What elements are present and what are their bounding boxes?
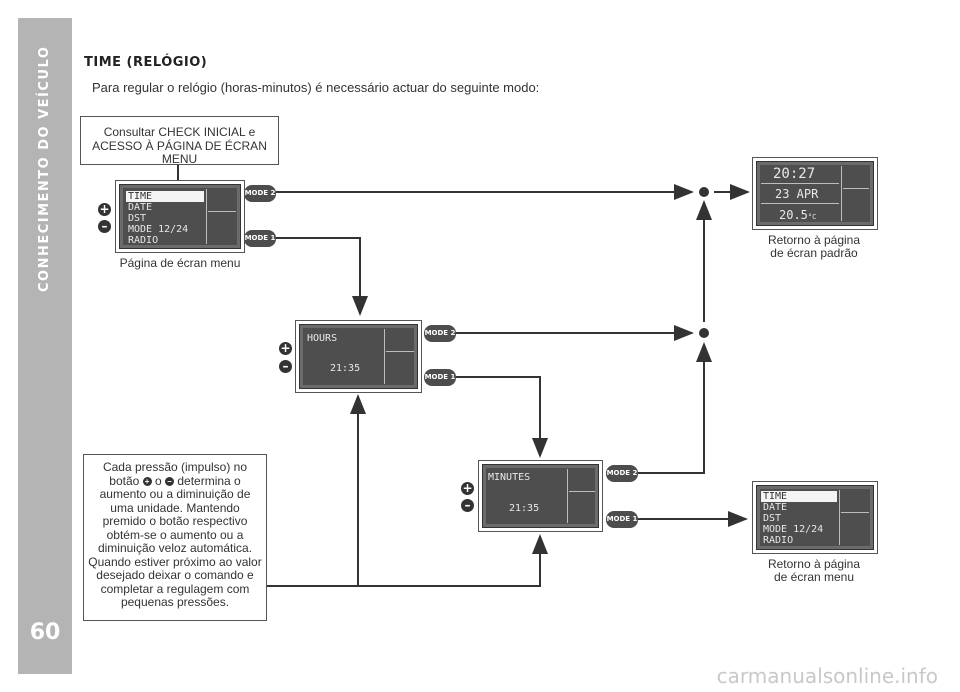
- note-word: botão: [109, 473, 140, 488]
- plus-icon[interactable]: +: [98, 202, 111, 216]
- hours-screen-frame: HOURS 21:35: [295, 320, 422, 393]
- mode2-button[interactable]: MODE 2: [606, 465, 638, 482]
- menu-screen-caption: Página de écran menu: [119, 256, 241, 270]
- minus-icon[interactable]: –: [98, 220, 111, 233]
- note-line: uma unidade. Mantendo: [110, 500, 240, 515]
- junction-dot-top: [699, 187, 709, 197]
- intro-text: Para regular o relógio (horas-minutos) é…: [92, 80, 540, 95]
- menu-item: MODE 12/24: [128, 224, 189, 235]
- minus-icon[interactable]: –: [461, 499, 474, 512]
- minutes-mode2-arrow: [638, 342, 712, 474]
- menu-item: MODE 12/24: [763, 524, 824, 535]
- note-to-minutes-arrow: [266, 534, 548, 587]
- minutes-title: MINUTES: [488, 472, 531, 483]
- page-number: 60: [29, 620, 61, 645]
- minus-icon[interactable]: –: [279, 360, 292, 373]
- standard-temp-value: 20.5: [779, 208, 808, 222]
- note-line: premido o botão respectivo: [102, 514, 248, 528]
- junction-dot-middle: [699, 328, 709, 338]
- note-check-initial-text: Consultar CHECK INICIAL e ACESSO À PÁGIN…: [92, 125, 267, 166]
- note-line: completar a regulagem com: [100, 581, 250, 596]
- standard-temp: 20.5°C: [779, 208, 816, 224]
- plus-icon[interactable]: +: [461, 481, 474, 495]
- standard-screen: 20:27 23 APR 20.5°C: [756, 161, 874, 226]
- menu-item: DST: [763, 513, 782, 524]
- mode1-button[interactable]: MODE 1: [424, 369, 456, 386]
- mode2-button[interactable]: MODE 2: [244, 185, 276, 202]
- menu-item: TIME: [126, 191, 204, 202]
- note-line: pequenas pressões.: [120, 595, 230, 609]
- return-menu-caption-line1: Retorno à página: [767, 557, 861, 571]
- return-menu-caption: Retorno à página de écran menu: [744, 558, 884, 584]
- return-menu-screen: TIME DATE DST MODE 12/24 RADIO: [756, 485, 874, 550]
- watermark: carmanualsonline.info: [716, 664, 938, 688]
- note-line: diminuição veloz automática.: [97, 541, 253, 555]
- standard-temp-unit: °C: [807, 213, 817, 221]
- standard-caption-line1: Retorno à página: [767, 233, 861, 247]
- mode1-button[interactable]: MODE 1: [606, 511, 638, 528]
- mode1-button[interactable]: MODE 1: [244, 230, 276, 247]
- standard-caption-line2: de écran padrão: [770, 246, 858, 260]
- minus-icon: –: [165, 476, 175, 486]
- standard-caption: Retorno à página de écran padrão: [744, 234, 884, 260]
- note-line: Cada pressão (impulso) no: [102, 460, 248, 474]
- note-line: desejado deixar o comando e: [96, 568, 254, 582]
- return-menu-screen-frame: TIME DATE DST MODE 12/24 RADIO: [752, 481, 878, 554]
- menu-screen: TIME DATE DST MODE 12/24 RADIO: [119, 184, 241, 249]
- note-check-initial: Consultar CHECK INICIAL e ACESSO À PÁGIN…: [80, 116, 279, 166]
- section-heading: TIME (RELÓGIO): [84, 55, 208, 70]
- note-line-buttons: botão + o – determina o: [84, 473, 266, 489]
- menu-screen-frame: TIME DATE DST MODE 12/24 RADIO: [115, 180, 245, 253]
- hours-mode1-arrow: [456, 376, 548, 458]
- menu-mode1-arrow: [276, 237, 368, 316]
- standard-time: 20:27: [773, 166, 816, 182]
- minutes-screen-frame: MINUTES 21:35: [478, 460, 603, 532]
- standard-screen-frame: 20:27 23 APR 20.5°C: [752, 157, 878, 230]
- note-word: determina o: [177, 473, 241, 488]
- menu-item: TIME: [761, 491, 837, 502]
- minutes-screen: MINUTES 21:35: [482, 464, 599, 528]
- mode2-button[interactable]: MODE 2: [424, 325, 456, 342]
- plus-icon: +: [142, 476, 152, 486]
- sidebar-band: [18, 18, 72, 674]
- hours-title: HOURS: [307, 333, 338, 344]
- menu-item: DST: [128, 213, 147, 224]
- note-adjustment: Cada pressão (impulso) no botão + o – de…: [83, 454, 267, 621]
- menu-item: DATE: [128, 202, 153, 213]
- note-line: Quando estiver próximo ao valor: [88, 554, 262, 569]
- menu-item: RADIO: [763, 535, 794, 546]
- plus-icon[interactable]: +: [279, 341, 292, 355]
- minutes-value: 21:35: [509, 503, 540, 514]
- return-menu-caption-line2: de écran menu: [773, 570, 855, 584]
- menu-item: DATE: [763, 502, 788, 513]
- hours-value: 21:35: [330, 363, 361, 374]
- standard-date: 23 APR: [775, 187, 819, 201]
- menu-item: RADIO: [128, 235, 159, 246]
- hours-screen: HOURS 21:35: [299, 324, 418, 389]
- note-word: o: [154, 473, 162, 488]
- note-line: obtém-se o aumento ou a: [106, 527, 244, 542]
- note-line: aumento ou a diminuição de: [99, 487, 251, 501]
